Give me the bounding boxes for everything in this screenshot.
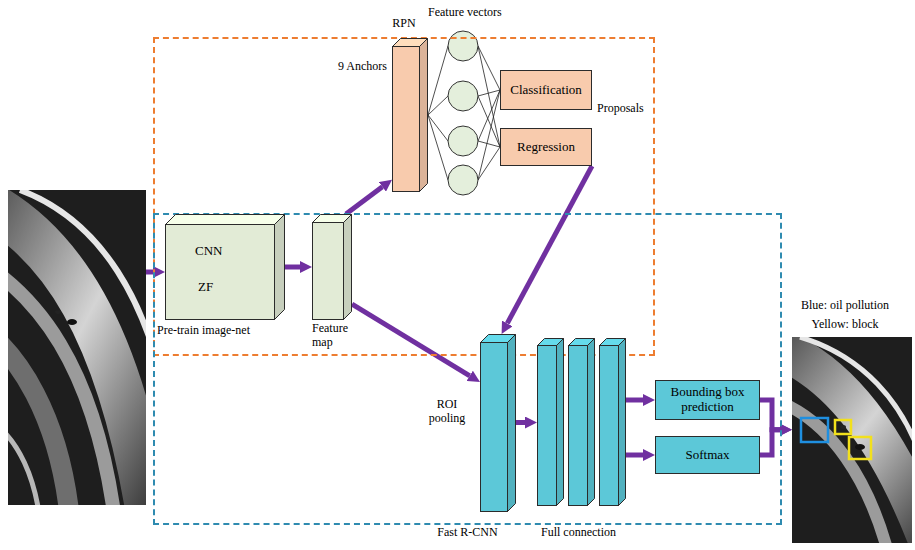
class-note: Yellow: block: [778, 318, 912, 332]
block-outline: [480, 334, 516, 512]
process-box: Classification: [500, 70, 592, 110]
block-side-face: [557, 339, 564, 506]
block-shape: [313, 215, 352, 320]
flow-arrow: [625, 398, 643, 403]
block-caption: Pre-train image-net: [157, 324, 250, 338]
block-outline: [312, 214, 352, 320]
detection-box: [801, 418, 828, 442]
neuron-circle: [448, 126, 478, 156]
input-arrow: [146, 266, 165, 278]
region-title: RPN: [155, 17, 653, 31]
class-note: Blue: oil pollution: [778, 299, 912, 313]
wire: [428, 115, 448, 180]
process-box: Regression: [500, 128, 592, 166]
flow-arrow: [760, 430, 780, 455]
input-photo: [8, 190, 146, 505]
block-front-face: [600, 346, 619, 506]
feature-vector-circles: [448, 31, 478, 195]
block-side-face: [344, 215, 352, 320]
block-front-face: [393, 47, 420, 192]
rail-band: [792, 400, 890, 543]
block-front-face: [481, 343, 508, 512]
flow-arrow: [507, 166, 592, 323]
flow-label: Proposals: [597, 102, 644, 116]
process-box: Softmax: [655, 436, 760, 474]
block-label: ZF: [198, 280, 213, 295]
box-label: Bounding box prediction: [660, 385, 755, 415]
wire: [428, 46, 448, 115]
anchor-slab: 9 Anchors: [392, 38, 428, 192]
defect-spot: [55, 310, 61, 314]
block-outline: [392, 38, 428, 192]
wire: [478, 96, 500, 147]
block-side-face: [588, 339, 595, 506]
wire: [428, 115, 448, 141]
flow-arrow: [352, 304, 470, 376]
block-outline: [537, 338, 625, 506]
block-front-face: [538, 346, 557, 506]
block-label: CNN: [195, 244, 222, 259]
rail-band: [8, 250, 115, 505]
wire: [478, 90, 500, 180]
block-front-face: [569, 346, 588, 506]
neuron-circle: [448, 81, 478, 111]
flow-arrow: [285, 265, 300, 270]
region-title: Fast R-CNN: [155, 526, 780, 540]
rail-band: [792, 345, 912, 543]
block-front-face: [313, 223, 344, 320]
wire: [478, 46, 500, 90]
block-shape: [393, 39, 428, 192]
feature-map-block: Feature map: [312, 214, 352, 320]
block-shape: [481, 335, 516, 512]
block-caption: Feature map: [312, 322, 358, 350]
cnn-block: CNNZFPre-train image-net: [165, 214, 285, 320]
box-label: Softmax: [685, 448, 729, 463]
detection-box: [849, 437, 871, 459]
layer-label: Feature vectors: [428, 6, 502, 20]
block-side-face: [275, 215, 285, 320]
wire: [478, 46, 500, 147]
rail-band: [8, 320, 70, 505]
detection-box: [835, 420, 851, 434]
wire: [478, 141, 500, 147]
wire: [478, 147, 500, 180]
block-caption: ROI pooling: [422, 398, 472, 426]
defect-spot: [67, 319, 77, 325]
block-top-face: [166, 215, 285, 225]
fc-slabs: Full connection: [537, 338, 625, 506]
flow-arrow: [625, 453, 643, 458]
box-label: Classification: [510, 83, 582, 98]
block-shape: [166, 215, 285, 320]
neuron-circle: [448, 31, 478, 61]
box-label: Regression: [517, 140, 575, 155]
block-side-face: [508, 335, 516, 512]
flow-arrow: [760, 400, 780, 430]
block-side-face: [420, 39, 428, 192]
neuron-circle: [448, 165, 478, 195]
block-shape: [538, 339, 626, 506]
wire: [428, 96, 448, 115]
flow-arrow: [516, 420, 525, 425]
roi-slab: ROI pooling: [480, 334, 516, 512]
block-side-face: [619, 339, 626, 506]
block-front-face: [166, 225, 275, 320]
defect-spot: [855, 444, 865, 450]
process-box: Bounding box prediction: [655, 380, 760, 420]
defect-spot: [840, 425, 846, 429]
network-wires: [428, 46, 500, 180]
block-caption: Full connection: [541, 526, 616, 540]
rail-highlight: [8, 420, 40, 505]
rail-highlight: [800, 337, 912, 470]
rail-band: [8, 200, 146, 505]
flow-arrow: [346, 187, 382, 214]
block-outline: [165, 214, 285, 320]
output-photo: [792, 337, 912, 543]
fast-rcnn-region: Fast R-CNNCNNZFPre-train image-netFeatur…: [153, 213, 782, 525]
result-photo: Blue: oil pollutionYellow: block: [792, 337, 912, 543]
block-caption: 9 Anchors: [338, 60, 387, 74]
